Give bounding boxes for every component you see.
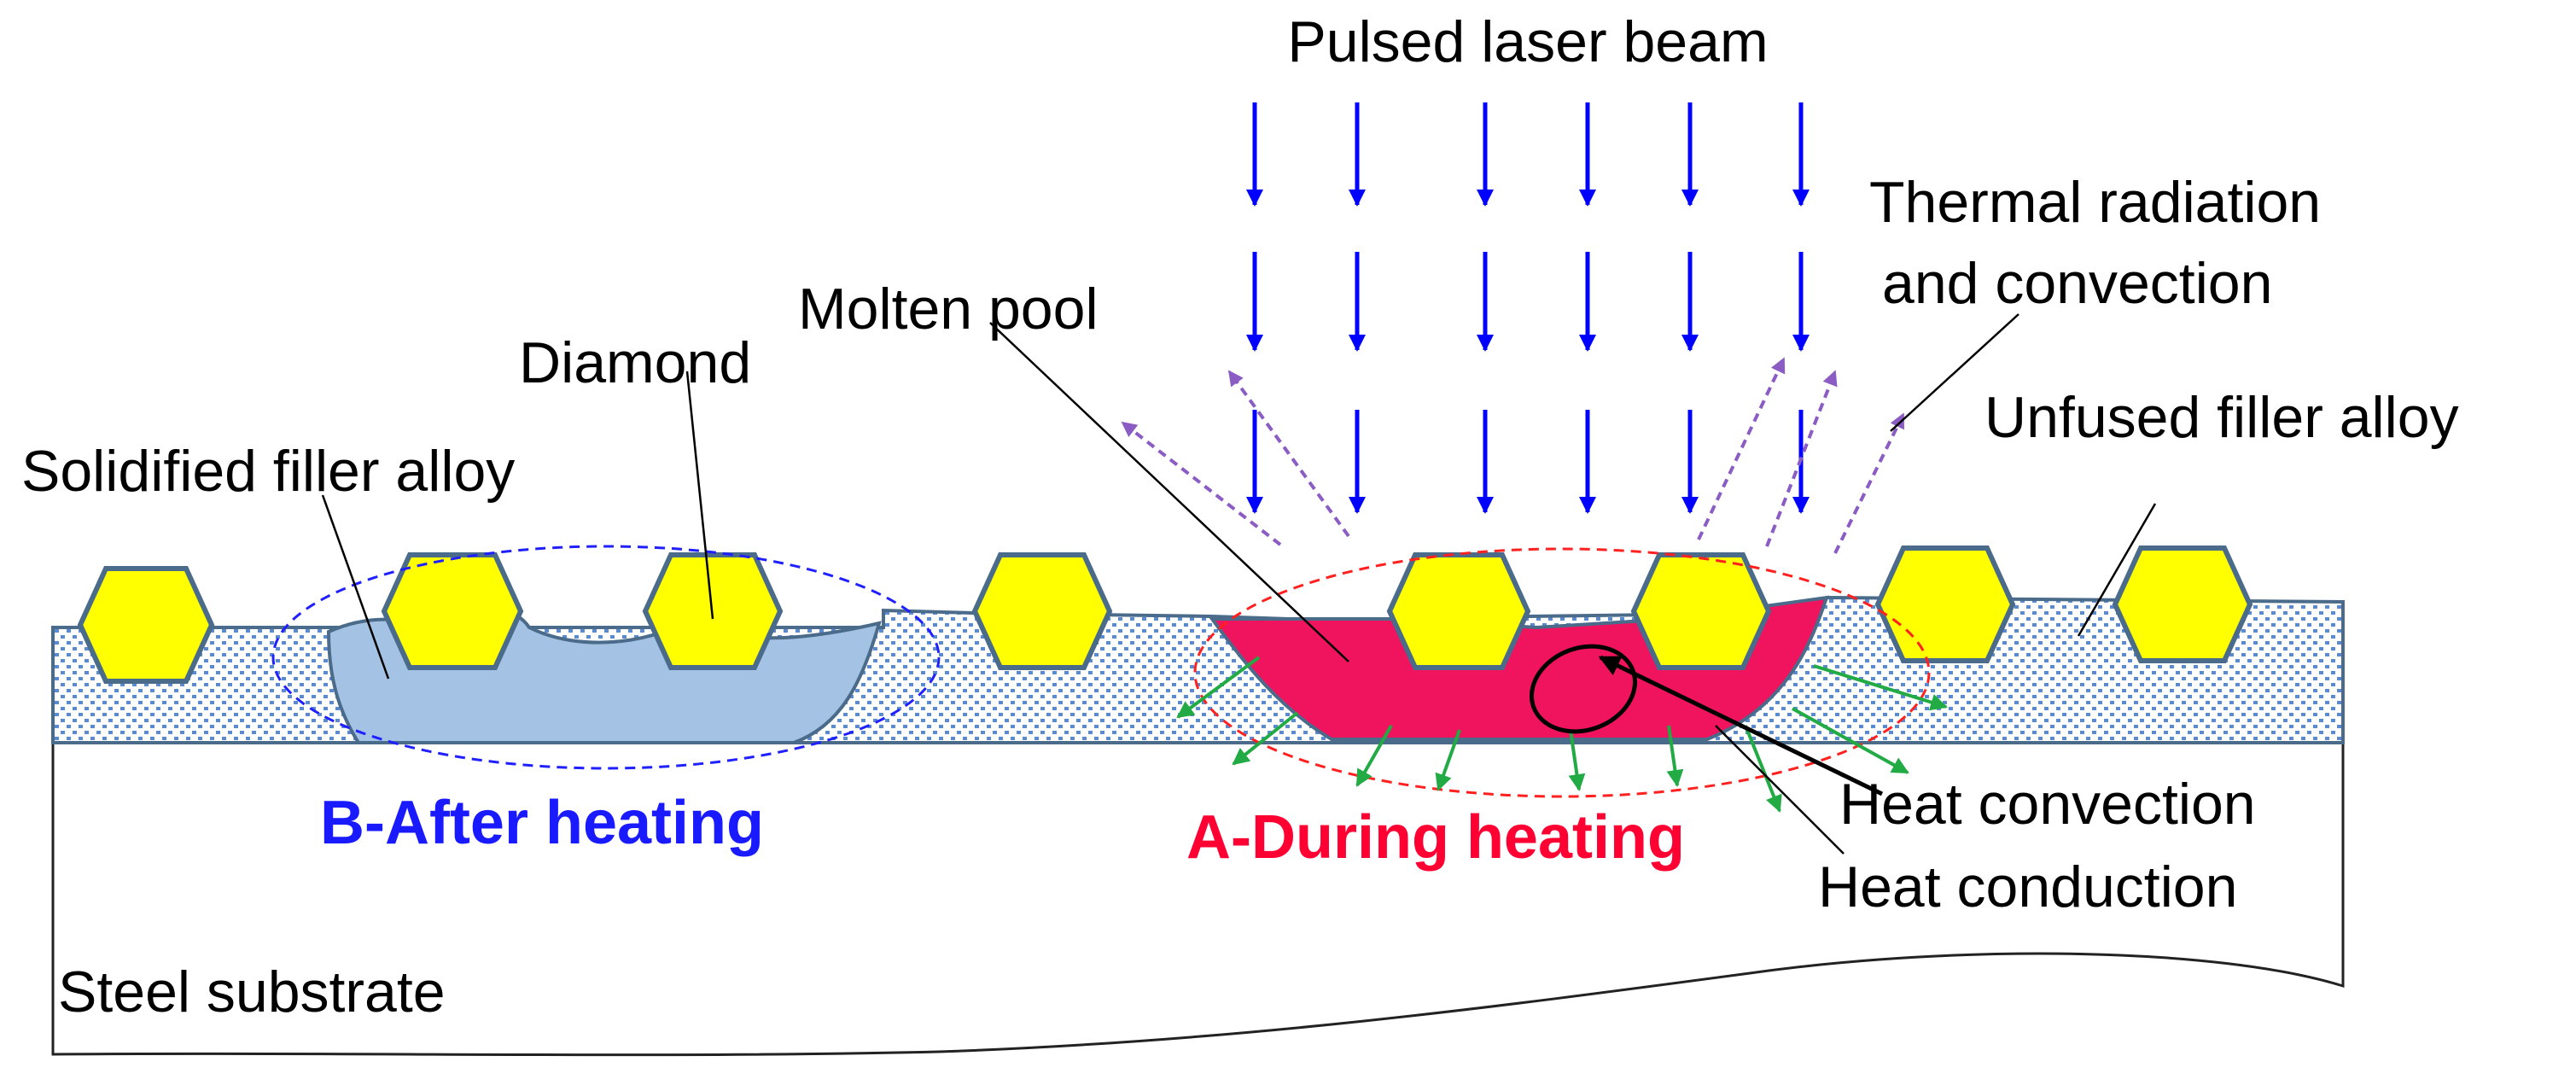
laser-arrows xyxy=(1246,102,1810,514)
leader-line xyxy=(321,494,390,680)
convection-arrow xyxy=(1598,655,1884,796)
conduction-arrow xyxy=(1355,725,1393,787)
laser-beam-label: Pulsed laser beam xyxy=(1287,9,1768,74)
leader-line xyxy=(685,370,714,620)
thermal-label-line2: and convection xyxy=(1882,251,2272,316)
diamond-particle xyxy=(1874,546,2016,663)
during-heating-region xyxy=(1193,547,1931,798)
after-heating-region xyxy=(271,545,941,770)
conduction-arrow xyxy=(1435,729,1461,791)
thermal-arrow xyxy=(1121,421,1282,546)
unfused-label: Unfused filler alloy xyxy=(1984,385,2459,450)
during-heating-label: A-During heating xyxy=(1186,803,1685,872)
thermal-arrow xyxy=(1697,357,1786,540)
heat-convection-label: Heat convection xyxy=(1839,772,2256,837)
leader-line xyxy=(989,322,1349,662)
diamond-particle xyxy=(2112,546,2253,663)
diamond-particle xyxy=(381,552,524,670)
diamond-particle xyxy=(1630,552,1772,670)
diamond-label: Diamond xyxy=(519,330,751,395)
thermal-label-line1: Thermal radiation xyxy=(1869,170,2321,235)
after-heating-label: B-After heating xyxy=(320,789,764,857)
leader-line xyxy=(1890,313,2019,432)
leader-lines xyxy=(321,313,2157,680)
thermal-arrow xyxy=(1227,370,1350,538)
molten-pool-label: Molten pool xyxy=(798,277,1099,341)
substrate-label: Steel substrate xyxy=(58,960,446,1024)
solidified-label: Solidified filler alloy xyxy=(21,439,515,504)
diamond-particles xyxy=(77,546,2253,684)
conduction-arrow xyxy=(1176,656,1261,719)
conduction-arrow xyxy=(1232,711,1299,766)
diamond-particle xyxy=(971,552,1113,670)
conduction-arrows xyxy=(1176,656,1948,813)
thermal-arrows xyxy=(1121,357,1905,554)
conduction-arrow xyxy=(1666,725,1684,787)
heat-conduction-label: Heat conduction xyxy=(1818,855,2237,919)
conduction-arrow xyxy=(1568,729,1586,791)
conduction-arrow xyxy=(1813,664,1948,711)
conduction-arrow xyxy=(1744,725,1782,813)
thermal-arrow xyxy=(1833,412,1905,554)
conduction-leader xyxy=(1715,725,1845,855)
steel-substrate xyxy=(51,741,2345,1057)
diamond-particle xyxy=(77,566,215,684)
leader-line xyxy=(2077,503,2157,637)
thermal-arrow xyxy=(1765,370,1838,547)
conduction-arrow xyxy=(1792,707,1909,774)
diamond-particle xyxy=(1386,552,1531,670)
